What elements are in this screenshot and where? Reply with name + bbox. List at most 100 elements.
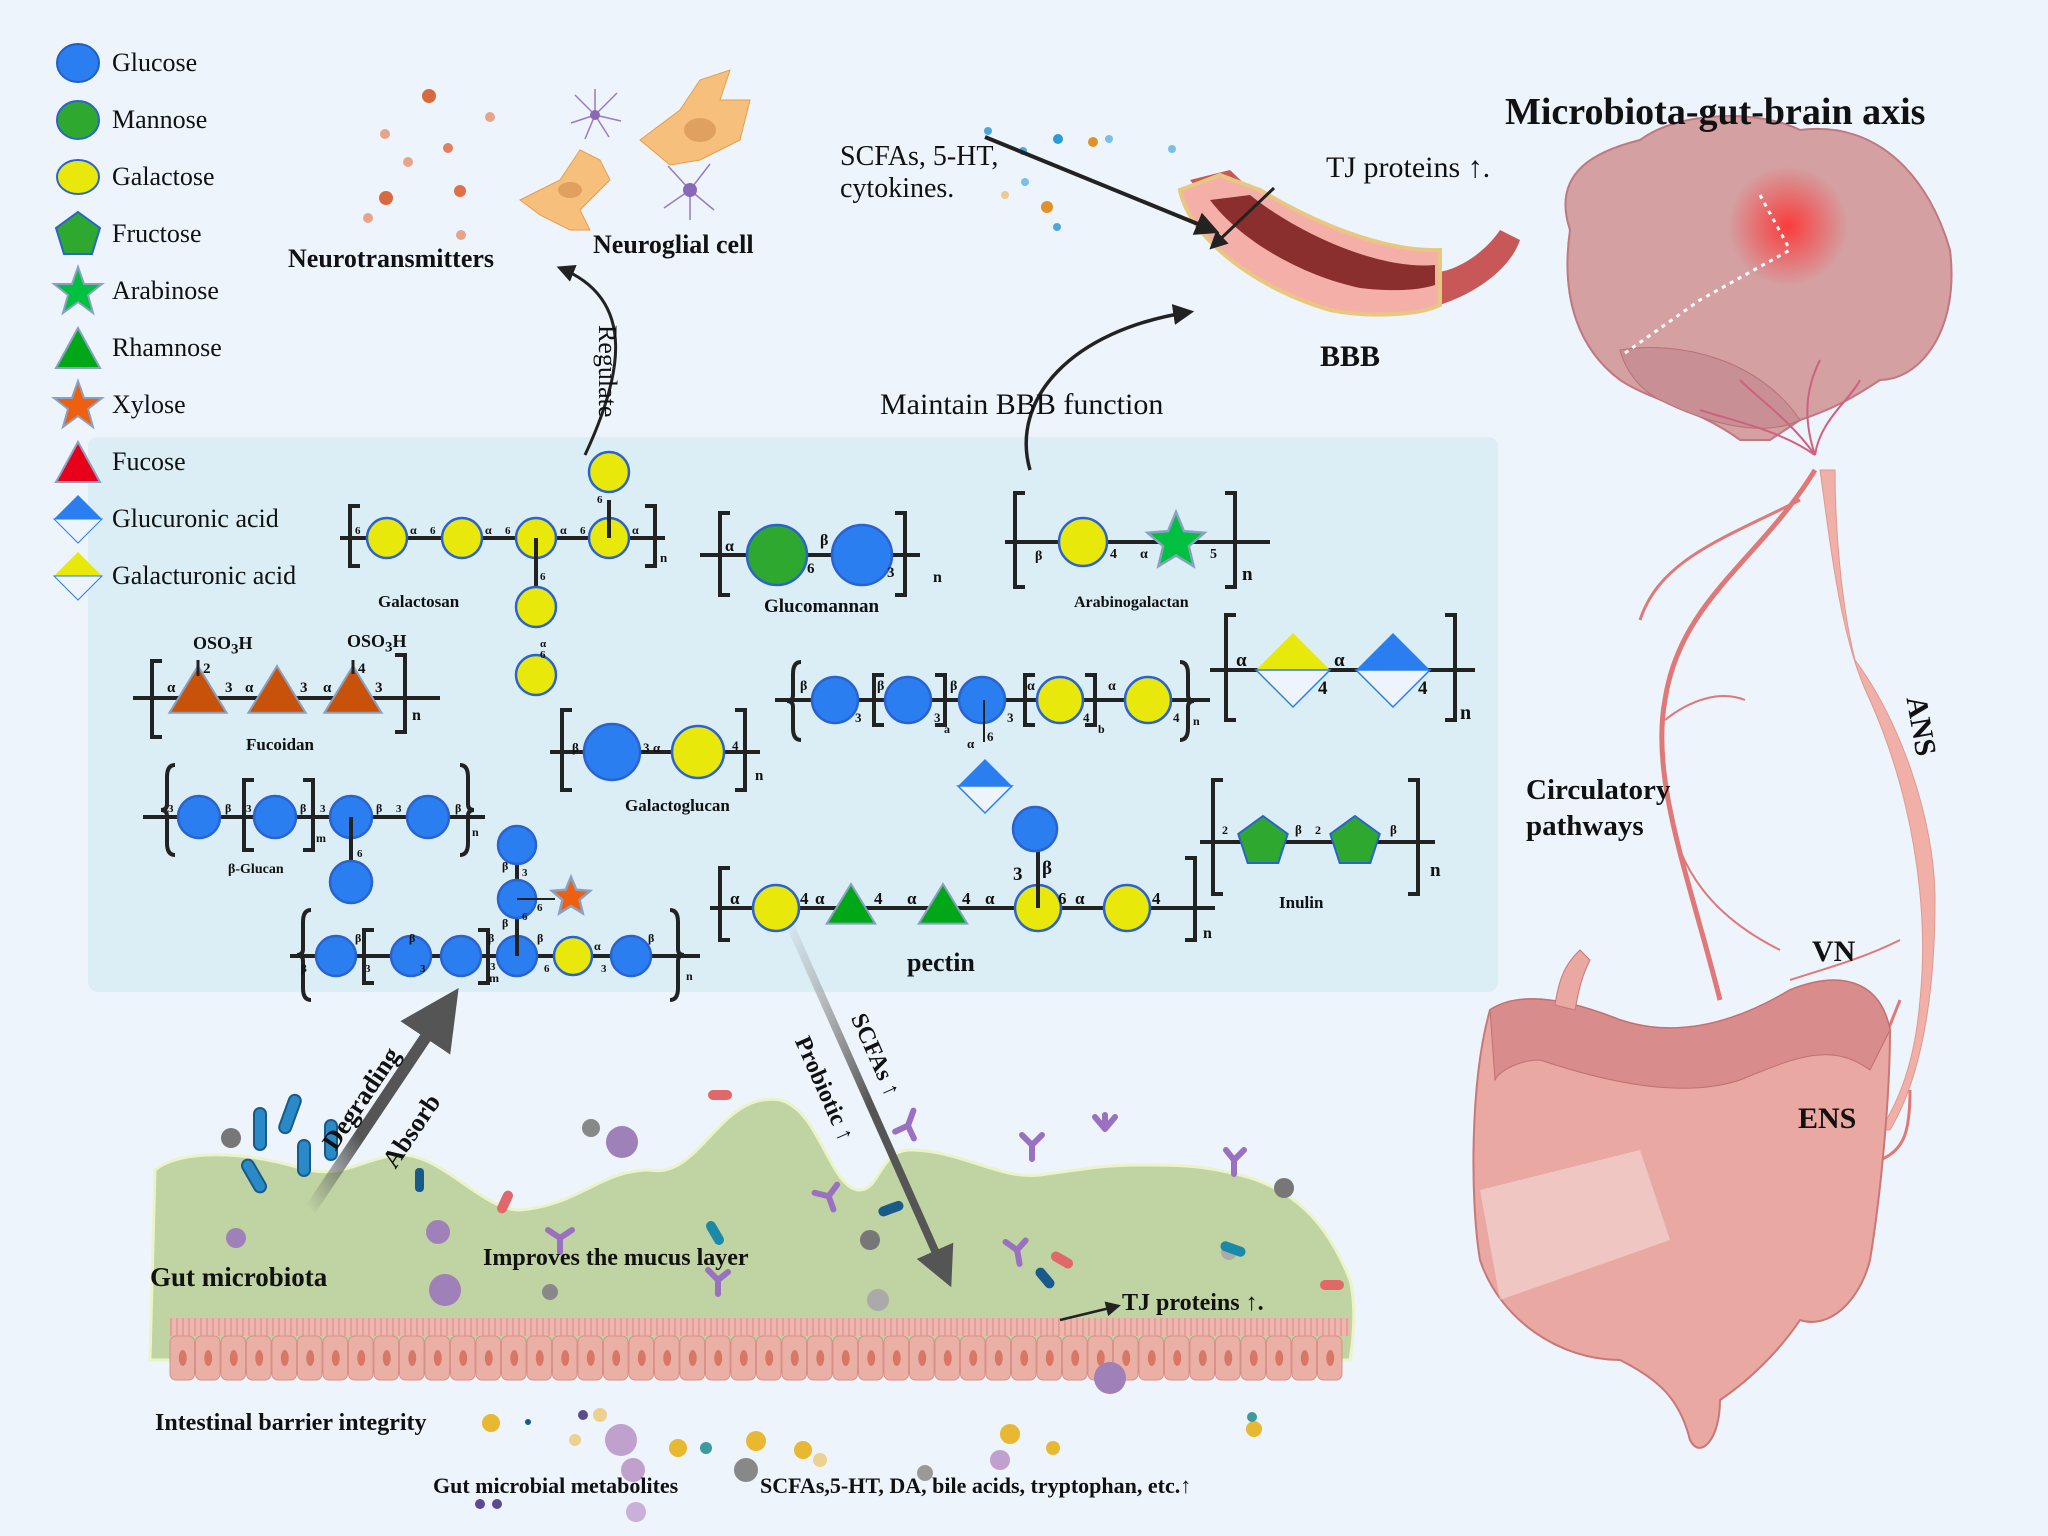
gut-metabolites-label: Gut microbial metabolites	[433, 1473, 679, 1498]
linkage-label: β	[301, 963, 307, 975]
linkage-label: 6	[580, 525, 586, 537]
repeat-bracket	[1225, 491, 1237, 589]
linkage-label: 6	[1058, 889, 1067, 908]
legend-item-glucuronic-acid: Glucuronic acid	[50, 494, 279, 544]
linkage-label: β	[1295, 822, 1302, 837]
vn-label: VN	[1812, 935, 1856, 968]
glucomannan-label: Glucomannan	[764, 596, 880, 617]
linkage-label: α	[730, 889, 740, 908]
linkage-label: 3	[225, 680, 233, 696]
linkage-label: 4	[962, 889, 971, 908]
fucose-residue	[246, 664, 308, 714]
repeat-bracket	[560, 708, 572, 792]
linkage-label: 3	[375, 680, 383, 696]
linkage-label: 6	[430, 525, 436, 537]
repeat-bracket	[1224, 613, 1236, 722]
linkage-label: m	[316, 831, 326, 845]
linkage-label: 4	[800, 889, 809, 908]
linkage-label: 3	[855, 710, 862, 725]
linkage-label: β	[1042, 858, 1052, 879]
linkage-label: 3	[300, 680, 308, 696]
figure-title: Microbiota-gut-brain axis	[1505, 91, 1926, 133]
rhamnose-residue	[825, 882, 877, 925]
legend-item-galacturonic-acid: Galacturonic acid	[50, 551, 296, 601]
tj-bottom-arrow	[1059, 1301, 1121, 1322]
arabinogalactan-label: Arabinogalactan	[1074, 594, 1189, 611]
galactose-circle-icon	[56, 159, 100, 195]
glucose-residue	[1011, 805, 1059, 853]
neuroglial-cells	[519, 69, 751, 231]
cell-nucleus	[1122, 1350, 1131, 1366]
linkage-label: 6	[522, 911, 528, 923]
linkage-label: 3	[601, 963, 607, 975]
repeat-bracket	[1211, 778, 1223, 896]
linkage-label: 3	[420, 963, 426, 975]
linkage-label: α	[985, 889, 995, 908]
arabinose-star-icon	[51, 263, 105, 316]
linkage-label: 6	[807, 561, 815, 577]
linkage-label: β	[355, 931, 361, 945]
linkage-label: α	[167, 680, 176, 696]
galactose-residue	[1123, 675, 1173, 725]
linkage-label: 6	[540, 571, 546, 583]
galactoglucan-label: Galactoglucan	[625, 796, 730, 815]
linkage-label: a	[944, 722, 950, 736]
cell-nucleus	[586, 1350, 595, 1366]
gut-microbiota-label: Gut microbiota	[150, 1262, 328, 1292]
legend-item-fructose: Fructose	[50, 209, 202, 259]
mannose-circle-icon	[56, 100, 100, 140]
repeat-bracket	[1185, 856, 1197, 942]
maintain-bbb-arrow	[1024, 304, 1195, 471]
linkage-label: α	[815, 889, 825, 908]
glucose-residue	[810, 675, 860, 725]
linkage-label: n	[933, 569, 942, 586]
cell-nucleus	[918, 1350, 927, 1366]
rhamnose-residue	[917, 882, 969, 925]
brain	[1564, 115, 1953, 456]
linkage-label: 4	[1173, 710, 1180, 725]
linkage-label: 4	[1110, 547, 1117, 562]
repeat-bracket	[645, 504, 657, 568]
regulate-label: Regulate	[593, 325, 622, 418]
arabinose-residue	[1144, 508, 1208, 569]
glucose-residue	[405, 794, 451, 840]
linkage-label: 6	[597, 494, 603, 506]
metabolites-list-label: SCFAs,5-HT, DA, bile acids, tryptophan, …	[760, 1473, 1192, 1498]
legend-item-glucose: Glucose	[50, 38, 197, 88]
repeat-bracket	[718, 866, 730, 942]
galactose-residue	[365, 516, 409, 560]
fructose-pentagon-icon	[54, 210, 102, 255]
repeat-bracket	[478, 928, 490, 985]
glucose-residue	[582, 722, 642, 782]
repeat-bracket	[935, 673, 947, 727]
cell-nucleus	[816, 1350, 825, 1366]
repeat-bracket	[242, 778, 254, 852]
linkage-label: 4	[1083, 710, 1090, 725]
metabolites-to-bbb-arrow	[984, 135, 1220, 235]
cell-nucleus	[969, 1350, 978, 1366]
pectin-label: pectin	[907, 948, 975, 977]
repeat-brace	[669, 908, 685, 1002]
cell-nucleus	[1020, 1350, 1029, 1366]
tj-proteins-bottom-label: TJ proteins ↑.	[1122, 1290, 1264, 1316]
linkage-label: β	[572, 740, 579, 755]
glucose-residue	[609, 934, 653, 978]
barrier-integrity-label: Intestinal barrier integrity	[155, 1410, 427, 1436]
cell-nucleus	[535, 1350, 544, 1366]
glucuronic-acid-residue	[1356, 633, 1430, 670]
linkage-label: 3	[522, 867, 528, 879]
linkage-label: 6	[505, 525, 511, 537]
linkage-label: 4	[1418, 678, 1428, 699]
cell-nucleus	[739, 1350, 748, 1366]
linkage-label: α	[725, 538, 734, 555]
galacturonic-acid-residue	[1256, 633, 1330, 670]
cell-nucleus	[1300, 1350, 1309, 1366]
repeat-bracket	[1445, 613, 1457, 722]
cell-nucleus	[357, 1350, 366, 1366]
epithelial-cells	[169, 1335, 1343, 1381]
linkage-label: β	[877, 679, 884, 694]
cell-nucleus	[612, 1350, 621, 1366]
cell-nucleus	[688, 1350, 697, 1366]
linkage-label: 3	[1007, 710, 1014, 725]
cell-nucleus	[510, 1350, 519, 1366]
